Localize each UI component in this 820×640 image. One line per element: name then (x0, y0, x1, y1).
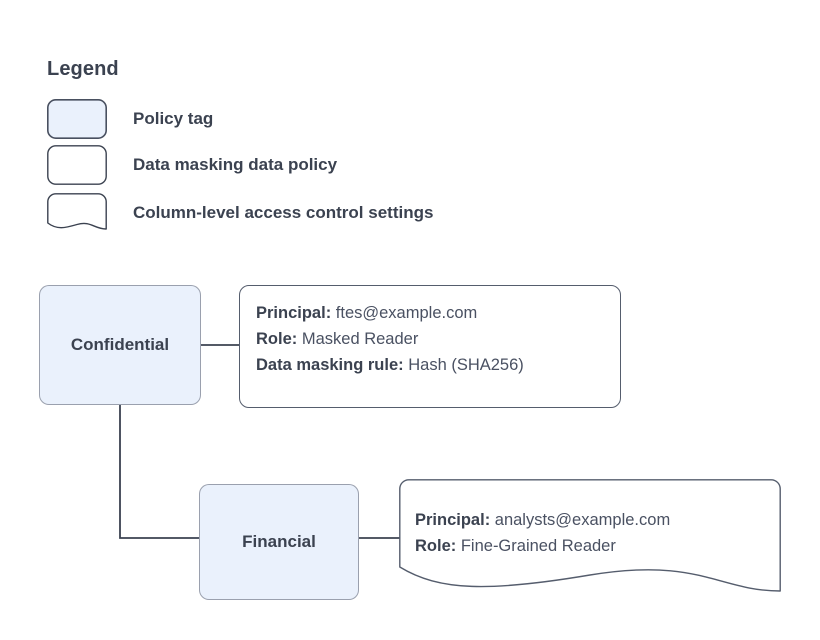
node-confidential[interactable]: Confidential (39, 285, 201, 405)
legend-title: Legend (47, 58, 119, 80)
settings-line-role: Role: Fine-Grained Reader (415, 533, 767, 559)
legend-swatch-policy-tag (47, 99, 108, 140)
policy-line-principal: Principal: ftes@example.com (256, 300, 604, 326)
policy-value-principal: ftes@example.com (335, 304, 478, 322)
legend-label-policy-tag: Policy tag (133, 109, 214, 128)
settings-key-role: Role: (415, 537, 457, 555)
policy-key-principal: Principal: (256, 304, 332, 322)
settings-line-principal: Principal: analysts@example.com (415, 507, 767, 533)
box-confidential-data-masking-policy[interactable]: Principal: ftes@example.com Role: Masked… (239, 285, 621, 408)
settings-key-principal: Principal: (415, 511, 491, 529)
settings-content: Principal: analysts@example.com Role: Fi… (415, 507, 767, 559)
box-financial-column-access-settings[interactable]: Principal: analysts@example.com Role: Fi… (399, 479, 781, 597)
legend-swatch-data-masking-policy (47, 145, 107, 185)
connector-confidential-to-financial (119, 405, 199, 539)
policy-key-masking-rule: Data masking rule: (256, 356, 404, 374)
policy-value-masking-rule: Hash (SHA256) (408, 356, 524, 374)
settings-value-role: Fine-Grained Reader (460, 537, 616, 555)
node-confidential-label: Confidential (70, 335, 170, 354)
legend-label-data-masking-policy: Data masking data policy (133, 155, 338, 174)
settings-value-principal: analysts@example.com (494, 511, 671, 529)
policy-value-role: Masked Reader (301, 330, 419, 348)
policy-line-role: Role: Masked Reader (256, 326, 604, 352)
legend-label-column-access-settings: Column-level access control settings (133, 203, 434, 222)
policy-line-masking-rule: Data masking rule: Hash (SHA256) (256, 352, 604, 378)
legend-swatch-column-access-settings (47, 193, 107, 233)
policy-key-role: Role: (256, 330, 298, 348)
node-financial[interactable]: Financial (199, 484, 359, 600)
node-financial-label: Financial (242, 532, 316, 551)
